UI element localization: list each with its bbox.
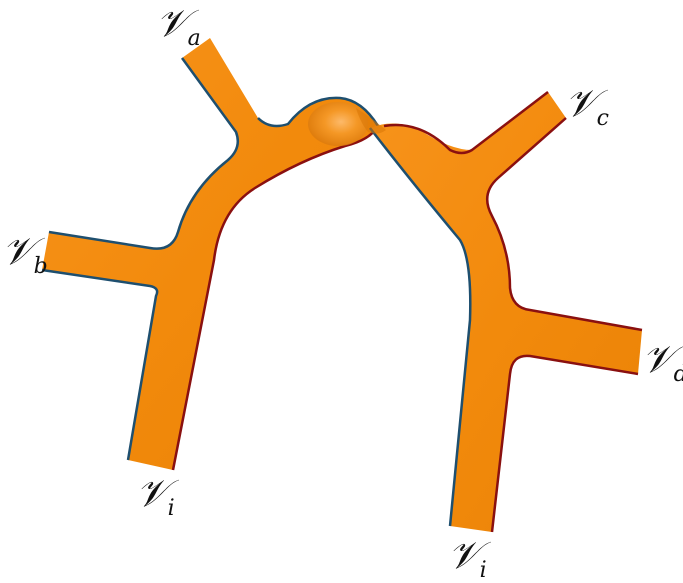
right-pipe-edge-red-3 — [490, 354, 639, 533]
left-junction-network — [41, 38, 380, 471]
label-v-c-sub: c — [596, 106, 609, 131]
label-v-d-symbol: 𝒱 — [642, 337, 674, 381]
label-v-b-symbol: 𝒱 — [2, 229, 34, 273]
left-pipe-edge-blue — [41, 268, 159, 461]
label-v-b: 𝒱b — [2, 229, 48, 278]
right-pipe-edge-blue — [369, 127, 472, 527]
label-v-a-symbol: 𝒱 — [156, 1, 188, 45]
label-v-i-right-symbol: 𝒱 — [448, 533, 480, 577]
left-pipe-edge-blue-3 — [257, 96, 380, 128]
right-pipe-edge-red-2 — [485, 117, 643, 332]
label-v-i-left: 𝒱i — [136, 471, 175, 520]
left-pipe-body — [42, 38, 378, 470]
left-pipe-edge-red — [171, 125, 380, 471]
label-v-i-right: 𝒱i — [448, 533, 487, 582]
label-v-i-right-sub: i — [479, 558, 487, 583]
label-v-d-sub: d — [674, 362, 683, 387]
right-pipe-body — [370, 92, 642, 532]
pipe-crossing-shade — [356, 108, 386, 134]
label-v-i-left-symbol: 𝒱 — [136, 471, 168, 515]
right-junction-network — [356, 91, 643, 533]
label-v-a-sub: a — [187, 26, 201, 51]
pipe-bump-highlight — [308, 102, 368, 146]
label-v-b-sub: b — [33, 254, 48, 279]
label-v-c: 𝒱c — [565, 81, 609, 130]
label-v-d: 𝒱d — [642, 337, 683, 386]
label-v-a: 𝒱a — [156, 1, 201, 50]
right-pipe-edge-red — [383, 91, 549, 155]
left-pipe-edge-blue-2 — [48, 57, 239, 250]
label-v-i-left-sub: i — [167, 496, 175, 521]
label-v-c-symbol: 𝒱 — [565, 81, 597, 125]
